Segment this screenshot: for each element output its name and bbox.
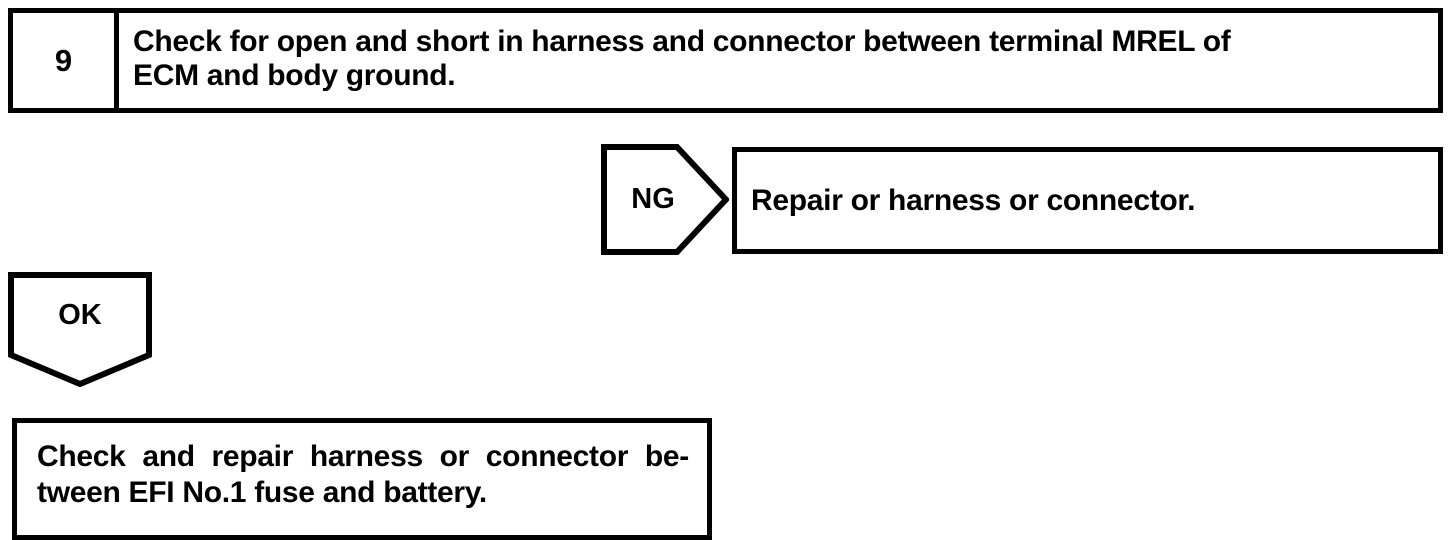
ng-branch-label: NG: [631, 183, 675, 215]
step-number-cell: 9: [13, 13, 119, 108]
final-action-line-1: Check and repair harness or connector be-: [37, 439, 689, 475]
final-action-word: connector: [485, 440, 629, 473]
final-action-word: harness: [309, 440, 423, 473]
ng-arrow-icon: [601, 144, 729, 255]
ok-branch-label: OK: [58, 298, 102, 331]
final-action-word: Check: [37, 440, 126, 473]
ng-result-box: Repair or harness or connector.: [732, 147, 1443, 254]
step-number: 9: [54, 43, 73, 78]
final-action-word: and: [142, 440, 195, 473]
final-action-word: or: [439, 440, 470, 473]
step-instruction-text: Check for open and short in harness and …: [133, 25, 1231, 92]
ng-result-text: Repair or harness or connector.: [751, 183, 1196, 217]
final-action-word: repair: [211, 440, 294, 473]
step-instruction-cell: Check for open and short in harness and …: [119, 13, 1438, 108]
step-row: 9 Check for open and short in harness an…: [8, 8, 1443, 113]
final-action-word: be-: [644, 440, 689, 473]
final-action-box: Check and repair harness or connector be- twee…: [12, 418, 712, 540]
final-action-line-2: tween EFI No.1 fuse and battery.: [37, 476, 487, 509]
ok-arrow-icon: [8, 272, 152, 387]
